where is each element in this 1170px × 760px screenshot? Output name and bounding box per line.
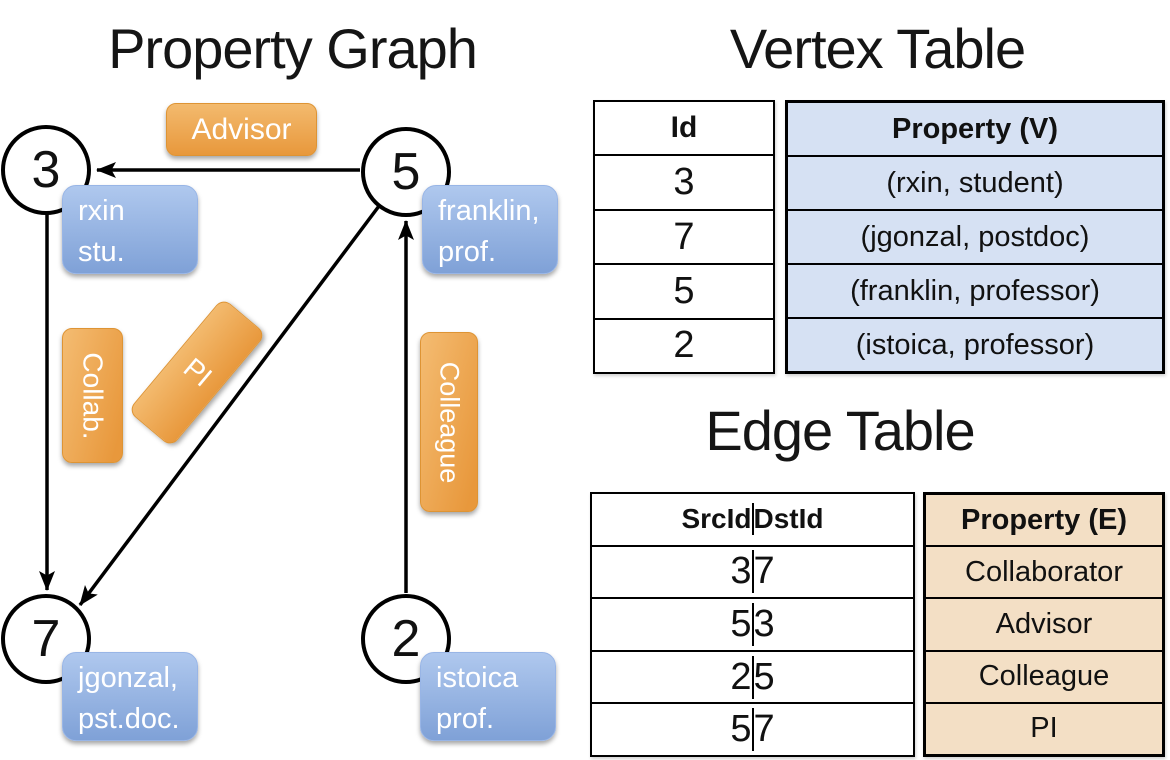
vertex-label-line: pst.doc.	[78, 703, 180, 735]
edge-property-cell: PI	[926, 701, 1162, 754]
srcid-cell: 2	[730, 655, 752, 698]
graph-node-2: 2	[361, 594, 451, 684]
vertex-id-header: Id	[670, 111, 698, 145]
edge-label-text: PI	[177, 351, 218, 393]
edge-table-row: 3 7	[592, 544, 913, 598]
vertex-property-cell: (jgonzal, postdoc)	[788, 209, 1162, 263]
edge-label-advisor: Advisor	[166, 103, 317, 156]
vertex-id-cell: 5	[595, 263, 773, 317]
vertex-label-rxin: rxin stu.	[62, 185, 198, 274]
edge-property-cell: Advisor	[926, 597, 1162, 649]
vertex-id-cell: 2	[595, 317, 773, 372]
vertex-table-property-column: Property (V) (rxin, student) (jgonzal, p…	[785, 100, 1165, 374]
vertex-label-line: istoica	[436, 662, 519, 694]
property-graph-title: Property Graph	[108, 17, 478, 80]
vertex-property-header: Property (V)	[892, 112, 1058, 145]
edge-label-collab: Collab.	[62, 328, 123, 463]
dstid-cell: 7	[751, 550, 775, 594]
edge-table-header-row: SrcId DstId	[592, 494, 913, 545]
edge-label-text: Colleague	[434, 361, 465, 483]
edge-table-property-column: Property (E) Collaborator Advisor Collea…	[923, 492, 1165, 757]
vertex-table-title: Vertex Table	[729, 17, 1026, 80]
edge-label-text: Collab.	[77, 351, 109, 440]
edge-5-to-7-pi	[78, 204, 381, 607]
vertex-property-cell: (franklin, professor)	[788, 263, 1162, 317]
vertex-property-cell: (rxin, student)	[788, 155, 1162, 209]
dstid-cell: 5	[751, 655, 775, 699]
dstid-header: DstId	[751, 503, 824, 536]
node-7-id: 7	[31, 610, 61, 668]
dstid-cell: 7	[751, 708, 775, 752]
vertex-label-istoica: istoica prof.	[420, 652, 556, 741]
node-2-id: 2	[391, 610, 421, 668]
dstid-cell: 3	[751, 602, 775, 646]
node-3-id: 3	[31, 141, 61, 199]
vertex-table-id-column: Id 3 7 5 2	[593, 100, 775, 374]
edge-property-header: Property (E)	[961, 503, 1127, 536]
vertex-label-jgonzal: jgonzal, pst.doc.	[62, 652, 198, 741]
edge-label-text: Advisor	[191, 112, 292, 146]
vertex-label-line: jgonzal,	[78, 662, 178, 694]
node-5-id: 5	[391, 143, 421, 201]
vertex-property-cell: (istoica, professor)	[788, 317, 1162, 371]
edge-property-cell: Colleague	[926, 649, 1162, 702]
vertex-label-line: prof.	[438, 236, 497, 268]
srcid-cell: 5	[730, 708, 752, 751]
srcid-cell: 3	[730, 550, 752, 593]
edge-table-row: 2 5	[592, 649, 913, 703]
edge-table-row: 5 7	[592, 702, 913, 755]
vertex-id-cell: 3	[595, 154, 773, 208]
edge-property-cell: Collaborator	[926, 545, 1162, 597]
vertex-label-line: prof.	[436, 703, 495, 735]
srcid-cell: 5	[730, 602, 752, 645]
vertex-label-franklin: franklin, prof.	[422, 185, 558, 274]
graph-node-5: 5	[361, 127, 451, 217]
graph-edges-canvas	[39, 162, 414, 607]
edge-table-title: Edge Table	[705, 399, 975, 462]
edge-table-id-columns: SrcId DstId 3 7 5 3 2 5 5 7	[590, 492, 915, 757]
srcid-header: SrcId	[681, 503, 752, 535]
edge-table-row: 5 3	[592, 597, 913, 650]
vertex-label-line: franklin,	[438, 195, 540, 227]
vertex-label-line: stu.	[78, 236, 125, 268]
edge-label-colleague: Colleague	[420, 332, 478, 512]
vertex-id-cell: 7	[595, 208, 773, 263]
vertex-label-line: rxin	[78, 195, 125, 227]
